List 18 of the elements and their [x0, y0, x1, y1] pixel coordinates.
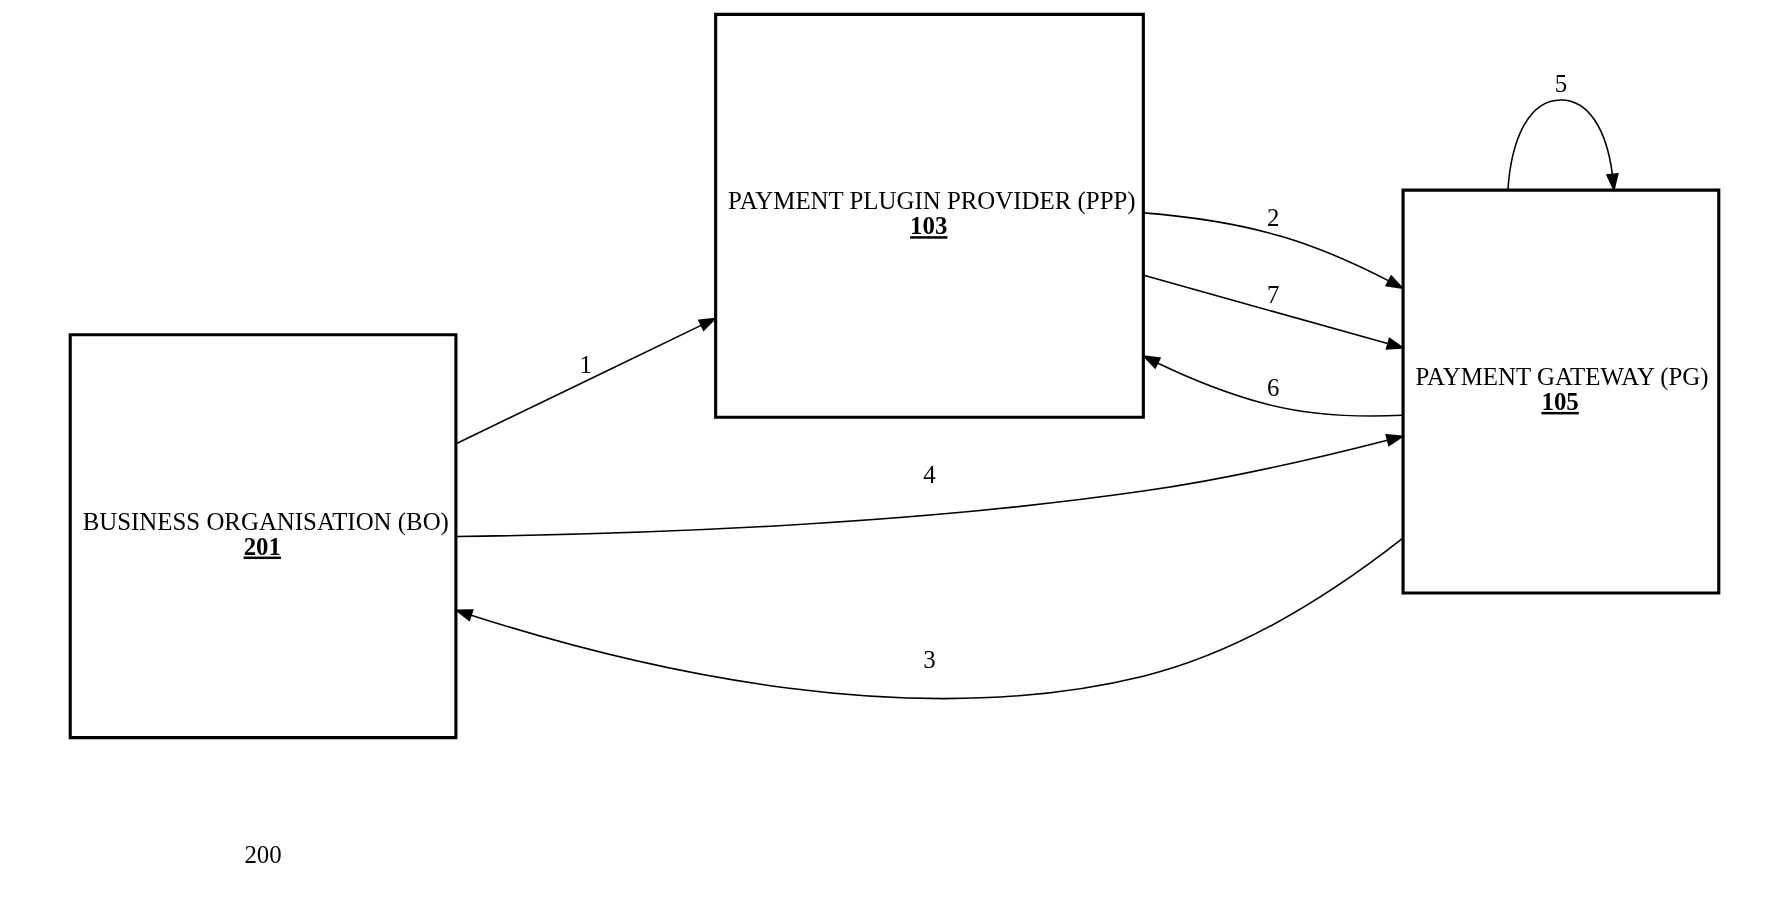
arrow	[1143, 274, 1406, 350]
arrow	[1142, 212, 1405, 290]
arrow	[455, 317, 718, 445]
label: 200	[244, 840, 282, 868]
arrow	[1141, 355, 1404, 417]
edge-label: 3	[923, 646, 936, 674]
arrow	[455, 434, 1405, 538]
edge-label: 1	[579, 350, 592, 378]
node-box: PAYMENT PLUGIN PROVIDER (PPP) 103	[714, 12, 1145, 419]
edge-label: 6	[1266, 373, 1280, 401]
node-box: PAYMENT GATEWAY (PG) 105	[1401, 188, 1721, 595]
edge-label: 5	[1554, 69, 1568, 97]
edge-label: 2	[1266, 204, 1280, 232]
arrow	[454, 537, 1404, 700]
node-box: BUSINESS ORGANISATION (BO) 201	[68, 333, 458, 740]
arrow	[1507, 99, 1619, 193]
edge-label: 4	[923, 461, 936, 489]
edge-label: 7	[1266, 280, 1280, 308]
